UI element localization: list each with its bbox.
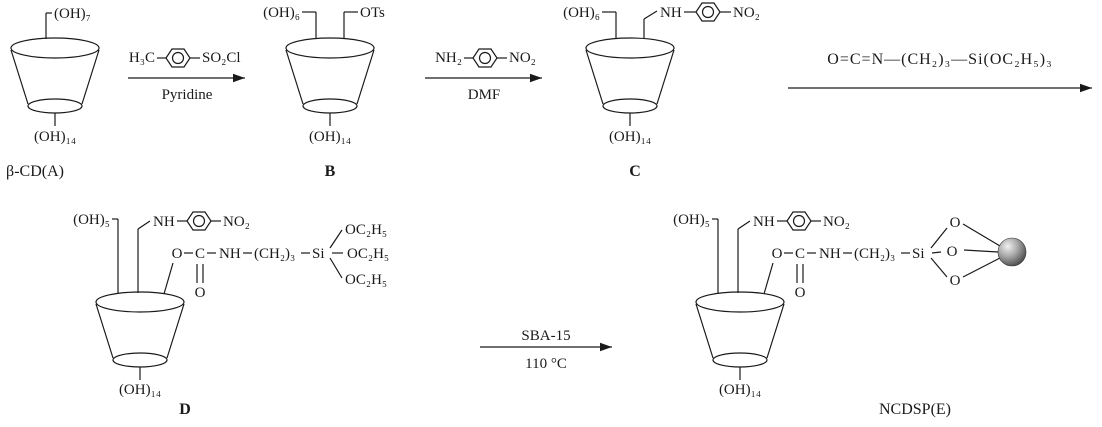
e-silicon-label: Si [912,246,925,262]
structure-b: (OH)₆ OTs (OH)₁₄ B [263,5,385,180]
e-carbamate-nh-label: NH [819,246,841,262]
structure-e-ncdsp: (OH)₅ NH NO₂ O C NH (CH₂)₃ Si O O O O (O… [673,211,1027,418]
step4-condition: 110 °C [525,356,567,372]
step2-reagent-right: NO₂ [509,50,536,66]
b-oh-bottom-label: (OH)₁₄ [309,129,351,145]
c-oh-left-label: (OH)₆ [563,5,600,21]
reaction-step-3: O=C=N—(CH₂)₃—Si(OC₂H₅)₃ [788,51,1092,93]
d-amine-nh-label: NH [153,214,175,230]
cyclodextrin-cone [695,291,785,368]
cyclodextrin-cone [95,291,185,368]
d-oh-bottom-label: (OH)₁₄ [119,382,161,398]
c-compound-label: C [629,163,641,180]
d-carbonyl-o-label: O [195,285,206,301]
e-carbamate-o-label: O [772,246,783,262]
b-tosyl-label: OTs [360,5,385,21]
silica-sphere [997,237,1027,267]
d-nitro-label: NO₂ [223,214,250,230]
e-bridge-o-1-label: O [950,215,961,231]
e-oh-left-label: (OH)₅ [673,212,710,228]
e-bridge-o-2-label: O [947,244,958,260]
step3-reagent: O=C=N—(CH₂)₃—Si(OC₂H₅)₃ [827,51,1052,68]
e-amine-nh-label: NH [753,214,775,230]
structure-c-bonds [602,10,731,126]
a-compound-label: β-CD(A) [6,163,64,180]
benzene-ring-icon [165,48,191,68]
e-propyl-label: (CH₂)₃ [854,246,895,262]
d-carbamate-nh-label: NH [219,246,241,262]
structure-beta-cd-a: (OH)₇ (OH)₁₄ β-CD(A) [6,6,100,180]
e-compound-label: NCDSP(E) [879,401,951,418]
a-oh-bottom-label: (OH)₁₄ [34,129,76,145]
benzene-ring-icon [186,211,212,231]
reaction-step-2: NH₂ NO₂ DMF [425,48,542,103]
d-propyl-label: (CH₂)₃ [254,246,295,262]
structure-d: (OH)₅ NH NO₂ O C NH (CH₂)₃ Si OC₂H₅ OC₂H… [73,211,389,418]
e-carbamate-c-label: C [795,246,805,262]
c-oh-bottom-label: (OH)₁₄ [609,129,651,145]
reaction-step-1: H₃C SO₂Cl Pyridine [128,48,245,103]
e-nitro-label: NO₂ [823,214,850,230]
step4-reagent: SBA-15 [521,328,570,344]
e-oh-bottom-label: (OH)₁₄ [719,382,761,398]
structure-c: (OH)₆ NH NO₂ (OH)₁₄ C [563,2,760,180]
step2-reagent-left: NH₂ [435,50,462,66]
d-carbamate-c-label: C [195,246,205,262]
d-carbamate-o-label: O [172,246,183,262]
c-amine-nh-label: NH [660,5,682,21]
e-bridge-o-3-label: O [950,273,961,289]
structure-a-bonds [45,12,56,126]
b-compound-label: B [325,163,336,180]
c-nitro-label: NO₂ [733,5,760,21]
benzene-ring-icon [695,2,721,22]
cyclodextrin-cone [585,37,675,114]
d-ethoxy-3-label: OC₂H₅ [345,272,387,288]
step2-solvent: DMF [468,87,501,103]
step1-reagent-left: H₃C [129,50,155,66]
benzene-ring-icon [472,48,498,68]
d-compound-label: D [179,401,191,418]
reaction-step-4: SBA-15 110 °C [480,328,612,372]
e-carbonyl-o-label: O [795,285,806,301]
b-oh-left-label: (OH)₆ [263,5,300,21]
step1-solvent: Pyridine [162,87,213,103]
d-ethoxy-2-label: OC₂H₅ [347,246,389,262]
cyclodextrin-cone [10,37,100,114]
d-oh-left-label: (OH)₅ [73,212,110,228]
step1-reagent-right: SO₂Cl [202,50,241,66]
structure-b-bonds [302,11,358,126]
d-ethoxy-1-label: OC₂H₅ [345,222,387,238]
cyclodextrin-cone [285,37,375,114]
benzene-ring-icon [786,211,812,231]
a-oh-top-label: (OH)₇ [54,6,91,22]
structure-e-bonds [712,218,1001,380]
d-silicon-label: Si [312,246,325,262]
structure-d-bonds [112,218,343,380]
